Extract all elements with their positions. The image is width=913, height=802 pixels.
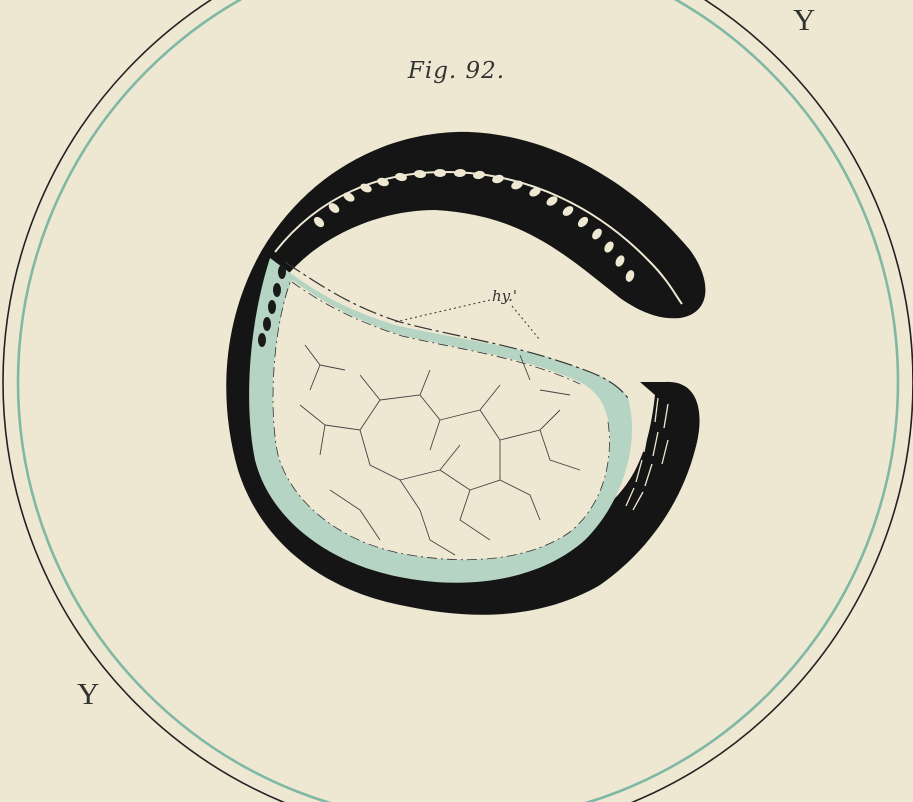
figure-title: Fig. 92. bbox=[0, 58, 913, 84]
hypoblast-label: hy.' bbox=[492, 287, 517, 305]
yolk-label-top: Y bbox=[793, 2, 815, 38]
yolk-label-bottom: Y bbox=[77, 676, 99, 712]
